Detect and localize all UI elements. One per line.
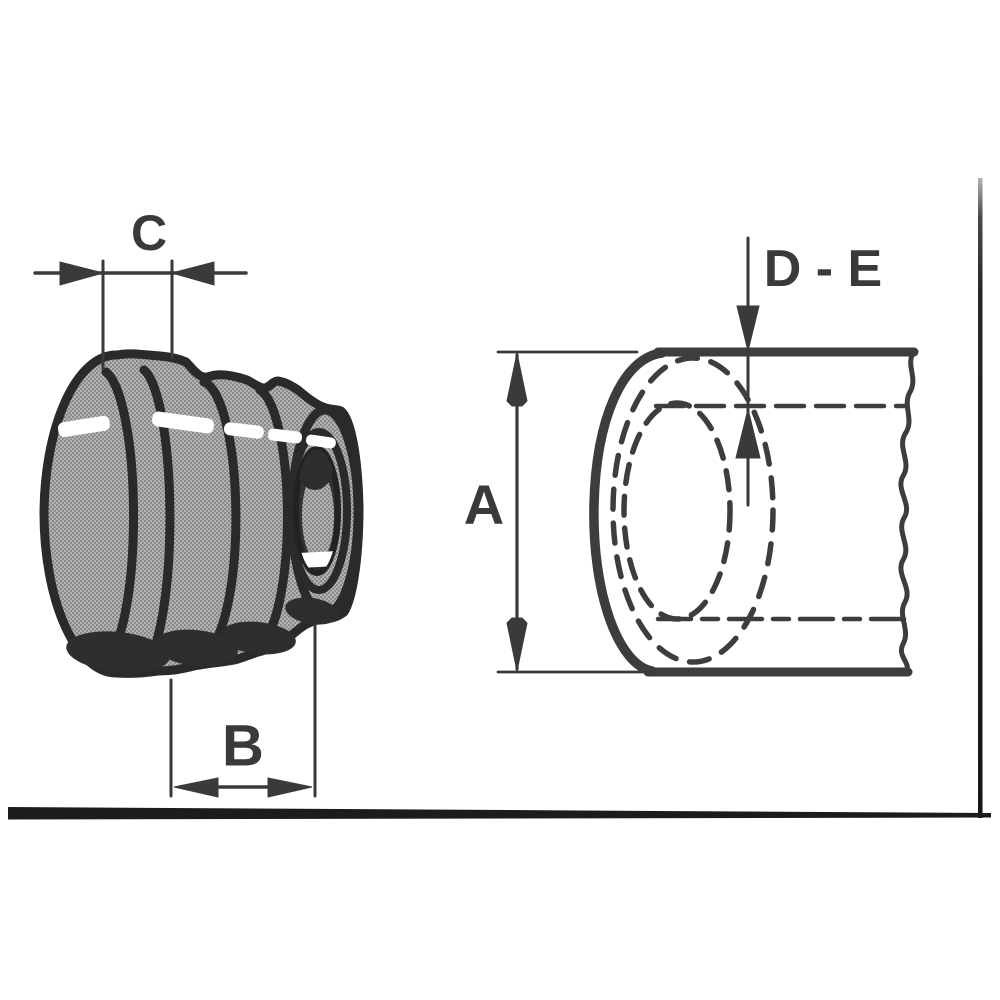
- plug-shadows: [66, 597, 339, 673]
- arrowhead-left-icon: [173, 777, 219, 798]
- arrowhead-up-icon: [735, 408, 761, 459]
- dimension-c: [33, 259, 248, 370]
- tube-break-edge: [898, 350, 916, 674]
- tube-bore-dashed-ellipse-outer: [610, 355, 776, 665]
- arrowhead-right-icon: [267, 777, 313, 798]
- tube-bore-dashed-ellipse-inner: [621, 400, 733, 622]
- tube-section-illustration: [589, 347, 919, 677]
- dimension-label-a: A: [463, 472, 505, 536]
- plug-highlights: [57, 411, 336, 449]
- dimension-label-c: C: [130, 205, 168, 261]
- dimension-label-d-e: D - E: [763, 239, 883, 298]
- page-border-lines: [8, 178, 991, 820]
- dimension-de: [735, 236, 761, 507]
- dimension-b: [169, 624, 317, 798]
- tube-end-cap: [589, 348, 667, 676]
- arrowhead-down-icon: [506, 617, 528, 672]
- dimension-a: [496, 350, 652, 674]
- bottom-border-line: [8, 807, 991, 820]
- right-border-line: [978, 178, 983, 818]
- dimension-label-b: B: [222, 713, 264, 779]
- plug-illustration: [39, 349, 364, 678]
- arrowhead-up-icon: [506, 352, 528, 407]
- arrowhead-down-icon: [736, 305, 760, 352]
- arrowhead-right-icon: [59, 261, 105, 286]
- arrowhead-left-icon: [170, 261, 215, 286]
